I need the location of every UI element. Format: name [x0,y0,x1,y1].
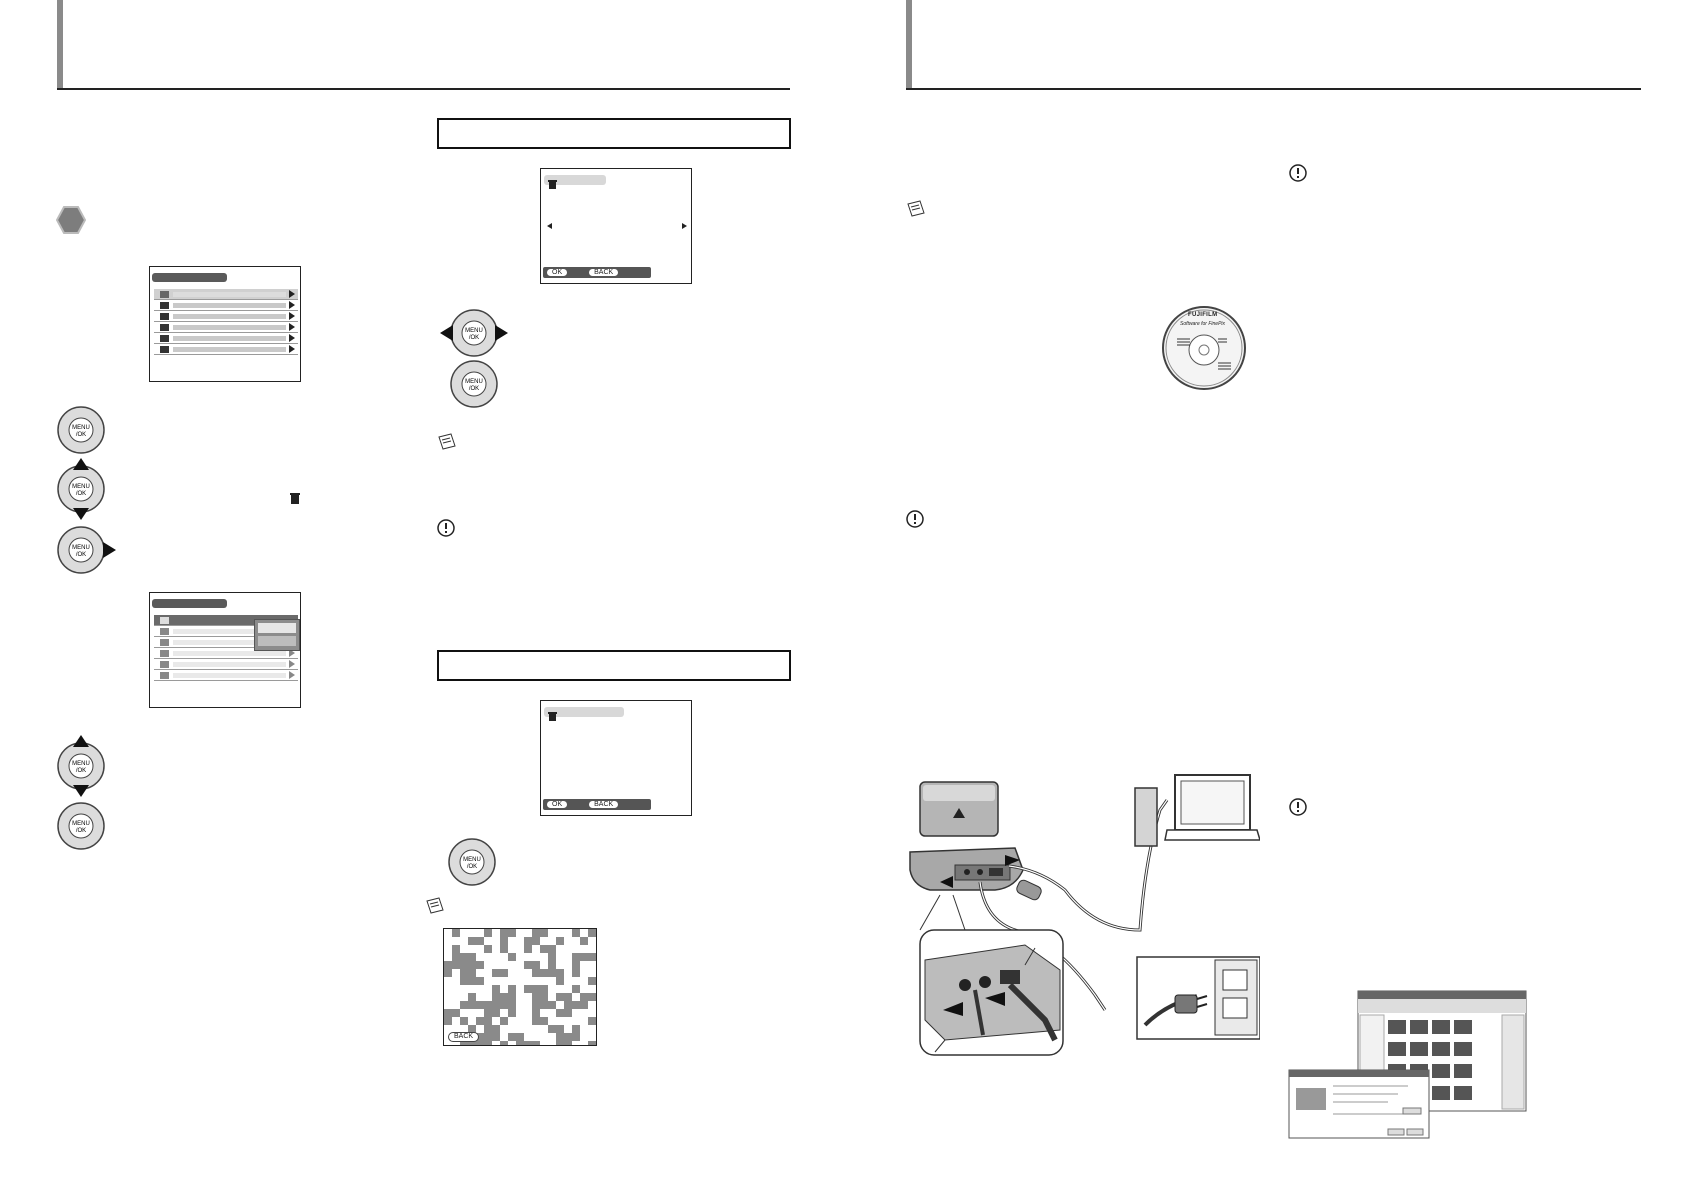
menu-row [154,648,298,659]
cd-brand: FUJIFILM [1188,312,1218,318]
cd-title: Software for FinePix [1180,321,1226,327]
menu-row [154,289,298,300]
menu-header-bar [152,273,227,282]
svg-text:/OK: /OK [76,552,86,558]
caution-icon [1289,798,1307,821]
memo-icon [906,200,926,223]
right-header-sidebar [906,0,912,90]
section-box-2 [437,650,791,681]
software-screenshot-collage [1288,990,1528,1140]
menu-row [154,626,298,637]
ok-back-bar: OK BACK [543,799,651,810]
menu-ok-button-icon: MENU/OK [56,801,106,851]
menu-row [154,333,298,344]
right-header-rule [906,88,1641,90]
menu-row [154,322,298,333]
back-label: BACK [589,269,619,276]
menu-ok-button-icon: MENU/OK [56,405,106,455]
menu-row [154,311,298,322]
trash-icon [290,491,300,504]
camera-menu-screen-2 [149,592,301,708]
right-arrow-icon [682,223,687,229]
svg-text:MENU: MENU [72,545,90,551]
svg-text:/OK: /OK [76,768,86,774]
menu-row [154,670,298,681]
svg-text:/OK: /OK [469,335,479,341]
left-header-rule [57,88,790,90]
ok-back-bar: OK BACK [543,267,651,278]
ok-label: OK [547,801,568,808]
caution-icon [437,519,455,542]
camera-menu-screen-1 [149,266,301,382]
back-label-pill: BACK [448,1032,480,1042]
svg-text:/OK: /OK [467,864,477,870]
svg-text:/OK: /OK [76,491,86,497]
section-box-1 [437,118,791,149]
svg-text:MENU: MENU [72,484,90,490]
svg-text:/OK: /OK [76,432,86,438]
memo-icon [437,433,457,456]
right-button-icon: MENU/OK [56,525,116,575]
menu-row [154,344,298,355]
cd-rom-disc: FUJIFILM Software for FinePix [1161,305,1247,391]
menu-ok-button-icon: MENU/OK [447,837,497,887]
svg-text:/OK: /OK [469,386,479,392]
svg-text:MENU: MENU [465,379,483,385]
back-label: BACK [454,1033,474,1040]
menu-row [154,300,298,311]
memo-icon [425,897,445,920]
step-hexagon-icon [55,206,87,234]
caution-icon [906,510,924,533]
submenu-popup [254,619,300,651]
screen-header [544,175,606,185]
menu-header-bar [152,599,227,608]
left-right-button-icon: MENU/OK [440,308,508,358]
svg-text:/OK: /OK [76,828,86,834]
erase-frame-screen: OK BACK [540,168,692,284]
svg-text:MENU: MENU [72,761,90,767]
up-down-button-icon: MENU/OK [56,735,106,797]
up-down-button-icon: MENU/OK [56,458,106,520]
left-arrow-icon [547,223,552,229]
caution-icon [1289,164,1307,187]
ok-label: OK [547,269,568,276]
erasing-progress-screen: BACK [443,928,597,1046]
screen-header [544,707,624,717]
svg-text:MENU: MENU [72,821,90,827]
menu-ok-button-icon: MENU/OK [449,359,499,409]
svg-text:MENU: MENU [72,425,90,431]
menu-row [154,637,298,648]
trash-icon [548,708,557,726]
erase-all-screen: OK BACK [540,700,692,816]
menu-row [154,659,298,670]
svg-text:MENU: MENU [463,857,481,863]
docking-station-connection-illustration [905,770,1262,1060]
svg-text:MENU: MENU [465,328,483,334]
back-label: BACK [589,801,619,808]
left-header-sidebar [57,0,63,90]
trash-icon [548,176,557,194]
menu-row [154,615,298,626]
